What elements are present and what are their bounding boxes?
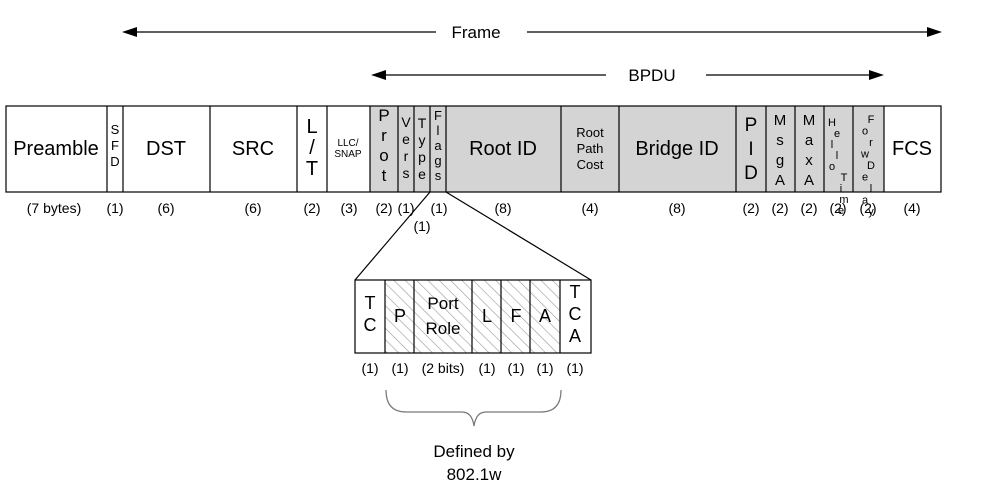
defined-by-brace xyxy=(385,389,562,427)
size-flag-l: (1) xyxy=(478,360,495,376)
field-dst: DST xyxy=(146,138,186,160)
zoom-line-left xyxy=(354,191,431,281)
size-type: (1) xyxy=(413,218,430,234)
frame-box xyxy=(5,105,942,193)
size-flag-p: (1) xyxy=(391,360,408,376)
bpdu-label: BPDU xyxy=(628,66,675,85)
bpdu-span-arrow: BPDU xyxy=(371,66,884,85)
field-llc-snap: LLC/SNAP xyxy=(334,138,362,160)
frame-span-arrow: Frame xyxy=(122,23,942,42)
size-prot: (2) xyxy=(375,200,392,216)
size-root-path-cost: (4) xyxy=(581,200,598,216)
field-src: SRC xyxy=(232,138,274,160)
size-vers: (1) xyxy=(397,200,414,216)
size-pid: (2) xyxy=(742,200,759,216)
bpdu-region xyxy=(370,106,884,192)
size-maxa: (2) xyxy=(800,200,817,216)
field-dividers xyxy=(106,106,885,192)
defined-by-line2: 802.1w xyxy=(447,465,503,484)
flag-p: P xyxy=(394,306,406,326)
field-bridge-id: Bridge ID xyxy=(635,138,718,160)
size-flag-tca: (1) xyxy=(566,360,583,376)
field-lt: L/T xyxy=(306,116,318,180)
size-root-id: (8) xyxy=(494,200,511,216)
field-size-row: (7 bytes) (1) (6) (6) (2) (3) (2) (1) (1… xyxy=(27,200,921,234)
size-llc: (3) xyxy=(340,200,357,216)
size-sfd: (1) xyxy=(106,200,123,216)
flags-size-row: (1) (1) (2 bits) (1) (1) (1) (1) xyxy=(361,360,583,376)
zoom-line-right xyxy=(445,191,592,281)
size-flag-a: (1) xyxy=(536,360,553,376)
flag-l: L xyxy=(482,306,492,326)
size-msga: (2) xyxy=(771,200,788,216)
size-flags: (1) xyxy=(430,200,447,216)
size-preamble: (7 bytes) xyxy=(27,200,81,216)
size-hello-time: (2) xyxy=(829,200,846,216)
field-root-id: Root ID xyxy=(469,138,537,160)
size-flag-port-role: (2 bits) xyxy=(422,360,465,376)
field-fcs: FCS xyxy=(892,138,932,160)
size-flag-tc: (1) xyxy=(361,360,378,376)
flag-a: A xyxy=(539,306,551,326)
size-dst: (6) xyxy=(157,200,174,216)
flag-f: F xyxy=(511,306,522,326)
size-flag-f: (1) xyxy=(507,360,524,376)
size-forw-delay: (2) xyxy=(859,200,876,216)
size-bridge-id: (8) xyxy=(668,200,685,216)
size-fcs: (4) xyxy=(903,200,920,216)
size-src: (6) xyxy=(244,200,261,216)
size-lt: (2) xyxy=(303,200,320,216)
frame-label: Frame xyxy=(451,23,500,42)
field-preamble: Preamble xyxy=(13,138,99,160)
defined-by-line1: Defined by xyxy=(433,442,515,461)
